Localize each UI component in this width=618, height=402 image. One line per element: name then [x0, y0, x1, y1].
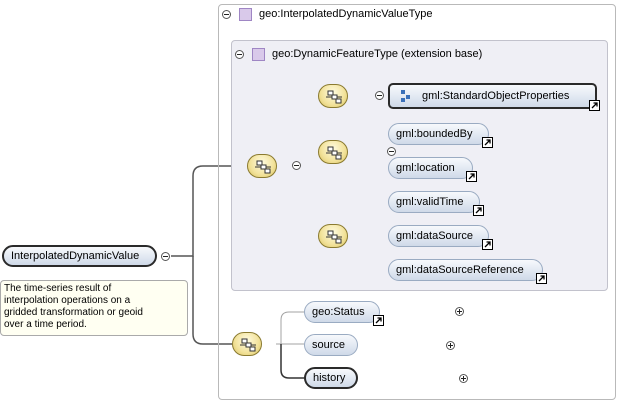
element-bounded-by[interactable]: gml:boundedBy	[388, 123, 493, 148]
type-header: geo:InterpolatedDynamicValueType	[222, 6, 432, 22]
element-label: gml:StandardObjectProperties	[422, 90, 570, 102]
type-container	[218, 4, 616, 400]
sequence-compositor-icon[interactable]	[247, 154, 277, 178]
complex-type-icon	[239, 7, 252, 21]
element-standard-object-properties[interactable]: gml:StandardObjectProperties	[388, 83, 600, 111]
element-data-source[interactable]: gml:dataSource	[388, 225, 493, 250]
element-label: gml:validTime	[396, 196, 464, 208]
sequence-compositor-icon[interactable]	[318, 140, 348, 164]
doc-line: over a time period.	[4, 319, 87, 330]
extension-header: geo:DynamicFeatureType (extension base)	[235, 46, 482, 62]
element-data-source-reference[interactable]: gml:dataSourceReference	[388, 259, 547, 284]
element-label: gml:dataSourceReference	[396, 264, 524, 276]
sequence-compositor-icon[interactable]	[232, 332, 262, 356]
element-label: gml:location	[396, 162, 455, 174]
group-icon	[401, 90, 410, 102]
doc-line: interpolation operations on a	[4, 295, 131, 306]
element-label: gml:boundedBy	[396, 128, 473, 140]
reference-arrow-icon[interactable]	[373, 315, 384, 326]
reference-arrow-icon[interactable]	[473, 205, 484, 216]
sequence-compositor-icon[interactable]	[318, 84, 348, 108]
element-location[interactable]: gml:location	[388, 157, 477, 182]
sequence-collapse-icon[interactable]	[387, 147, 397, 156]
element-history[interactable]: history	[304, 367, 358, 389]
root-element[interactable]: InterpolatedDynamicValue	[2, 245, 157, 267]
reference-arrow-icon[interactable]	[536, 273, 547, 284]
expand-icon[interactable]	[446, 341, 456, 350]
element-valid-time[interactable]: gml:validTime	[388, 191, 484, 216]
element-label: history	[313, 372, 346, 384]
sequence-collapse-icon[interactable]	[375, 91, 385, 100]
element-label: source	[312, 339, 346, 351]
reference-arrow-icon[interactable]	[482, 137, 493, 148]
root-collapse-icon[interactable]	[161, 252, 170, 261]
expand-icon[interactable]	[455, 307, 465, 316]
element-label: geo:Status	[312, 306, 365, 318]
sequence-collapse-icon[interactable]	[292, 161, 302, 170]
collapse-toggle-icon[interactable]	[222, 9, 231, 19]
reference-arrow-icon[interactable]	[482, 239, 493, 250]
collapse-toggle-icon[interactable]	[235, 49, 244, 59]
root-element-label: InterpolatedDynamicValue	[11, 250, 140, 262]
reference-arrow-icon[interactable]	[589, 100, 600, 111]
doc-line: The time-series result of	[4, 283, 112, 294]
element-source[interactable]: source	[304, 334, 358, 356]
element-label: gml:dataSource	[396, 230, 474, 242]
complex-type-icon	[252, 47, 265, 61]
extension-header-label: geo:DynamicFeatureType (extension base)	[272, 48, 483, 60]
expand-icon[interactable]	[458, 374, 468, 383]
reference-arrow-icon[interactable]	[466, 171, 477, 182]
sequence-compositor-icon[interactable]	[318, 224, 348, 248]
documentation-box: The time-series result of interpolation …	[0, 280, 188, 336]
element-geo-status[interactable]: geo:Status	[304, 301, 384, 326]
doc-line: gridded transformation or geoid	[4, 307, 143, 318]
type-header-label: geo:InterpolatedDynamicValueType	[259, 8, 433, 20]
